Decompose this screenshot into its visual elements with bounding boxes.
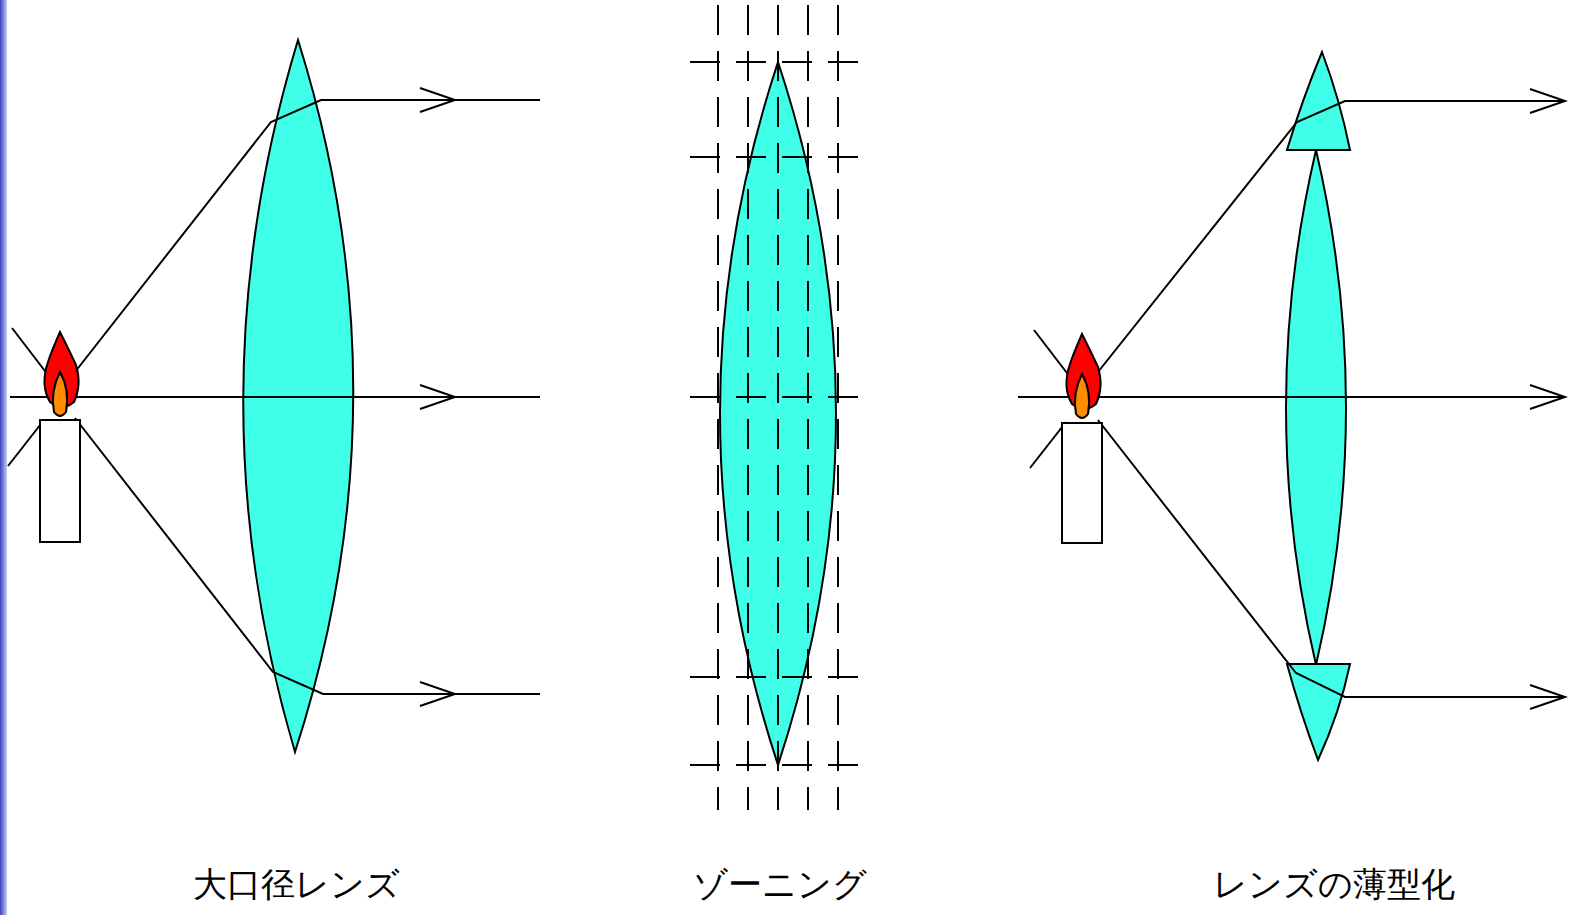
figure-caption: レンズの薄型化 [1213, 862, 1455, 908]
thin-lens-figure [1018, 52, 1565, 760]
large-lens-figure [8, 40, 540, 752]
zoning-figure [690, 5, 870, 810]
slide-edge [0, 0, 7, 915]
figure-caption: 大口径レンズ [193, 862, 400, 908]
figure-caption: ゾーニング [693, 862, 867, 908]
